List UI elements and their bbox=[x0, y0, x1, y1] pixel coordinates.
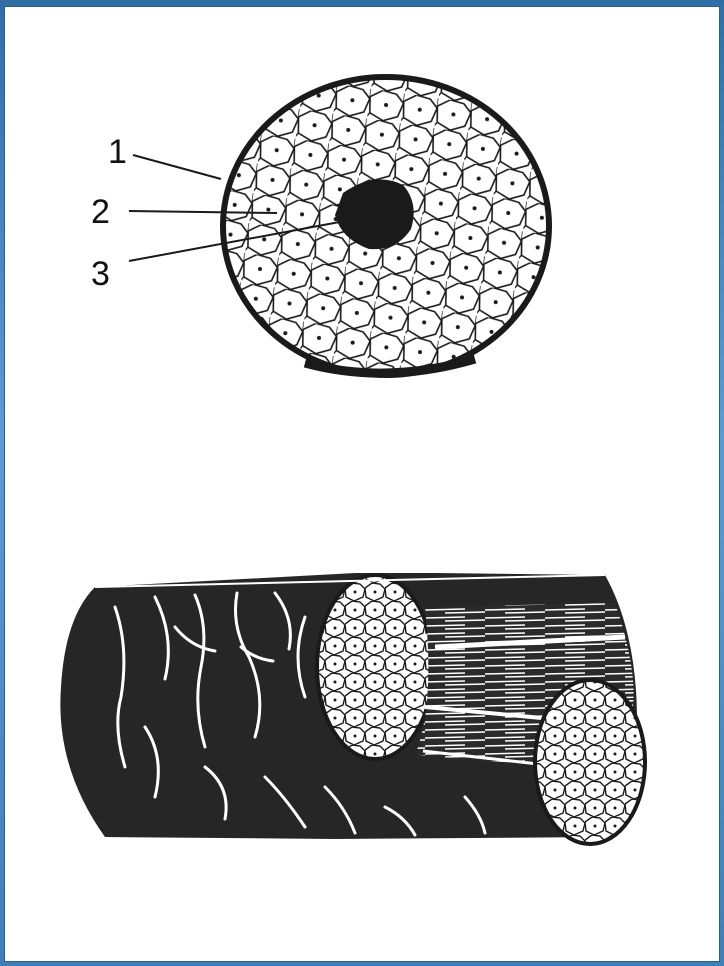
muscle-bundle-3d bbox=[60, 573, 649, 847]
slide-frame: 1 2 3 bbox=[4, 6, 720, 962]
figure-canvas bbox=[5, 7, 720, 962]
